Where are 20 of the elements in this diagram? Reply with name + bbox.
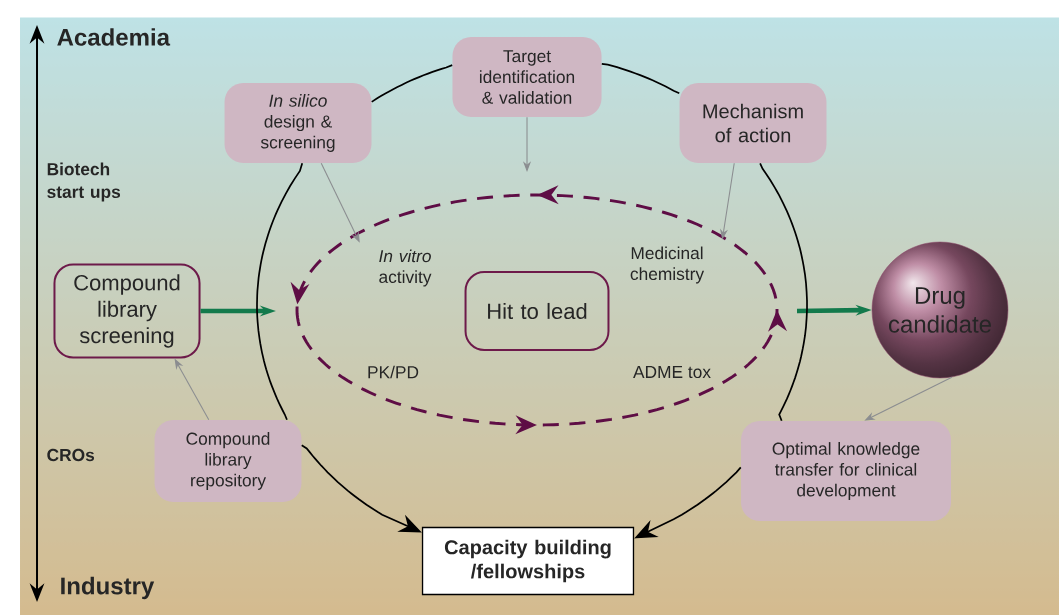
- text-label: Medicinal chemistry: [630, 246, 705, 284]
- process-box: Optimal knowledge transfer for clinical development: [741, 421, 951, 521]
- process-box: Compound library repository: [154, 420, 302, 502]
- text-label: ADME tox: [633, 365, 711, 379]
- connector-line: [759, 162, 808, 422]
- process-box: Compound library screening: [53, 263, 201, 359]
- process-box: Mechanism of action: [679, 83, 827, 163]
- process-box: Hit to lead: [464, 271, 610, 351]
- process-box: Target identification & validation: [452, 37, 602, 117]
- text-label: In vitro activity: [379, 249, 432, 287]
- text-label: PK/PD: [368, 365, 419, 379]
- connector-line: [256, 162, 304, 421]
- output-box: Capacity building /fellowships: [421, 526, 635, 596]
- connector-line: [600, 62, 681, 95]
- axis-label: Industry: [61, 576, 155, 600]
- group-label: Biotech start ups: [47, 162, 121, 202]
- process-box: In silico design & screening: [224, 83, 372, 163]
- axis-label: Academia: [57, 28, 171, 46]
- group-label: CROs: [47, 448, 95, 462]
- connector-line: [370, 64, 454, 103]
